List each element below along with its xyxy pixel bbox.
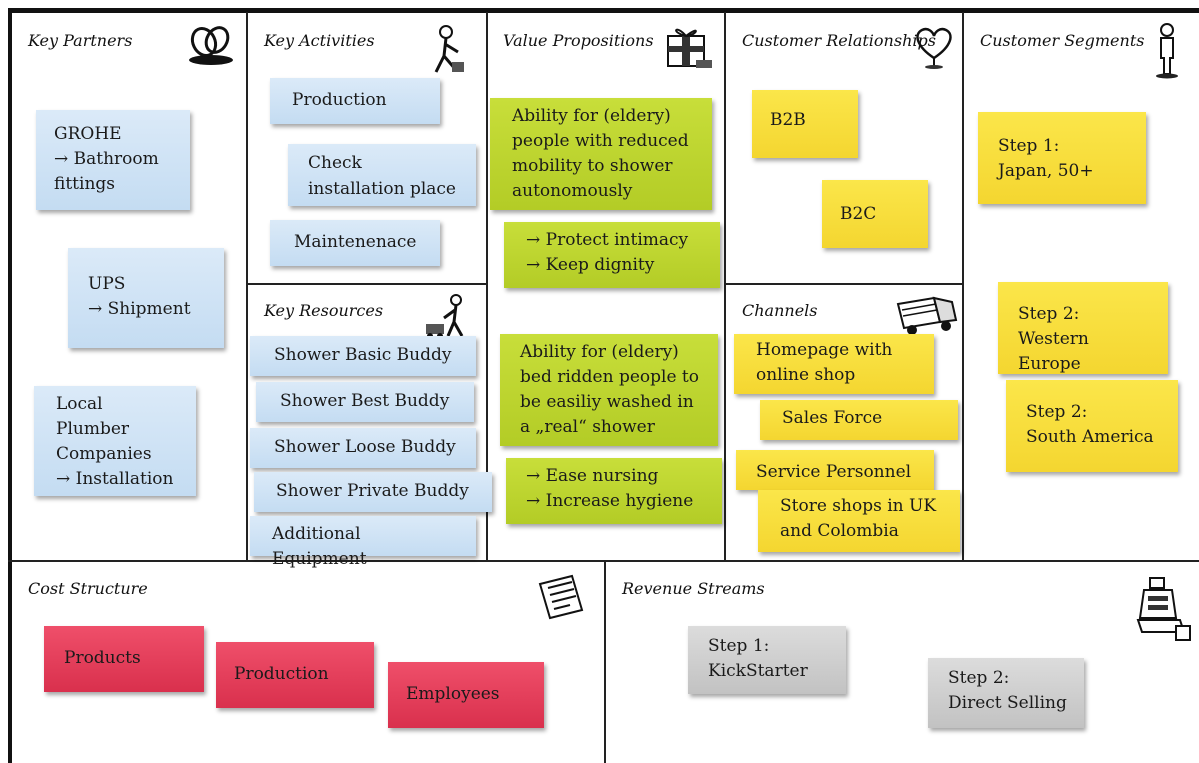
receipt-icon xyxy=(534,574,586,622)
divider xyxy=(724,283,964,285)
canvas-frame xyxy=(8,8,1199,763)
section-title-value-propositions: Value Propositions xyxy=(503,31,654,50)
section-title-customer-segments: Customer Segments xyxy=(980,31,1145,50)
divider xyxy=(8,560,1199,562)
sticky-note-key-resource: Additional Equipment xyxy=(250,516,476,569)
divider xyxy=(724,12,726,562)
worker-icon xyxy=(422,292,470,340)
sticky-note-value-proposition: Ability for (eldery) bed ridden people t… xyxy=(500,334,718,446)
divider xyxy=(246,283,487,285)
sticky-note-value-proposition: Ability for (eldery) people with reduced… xyxy=(490,98,712,210)
divider xyxy=(962,12,964,562)
sticky-note-key-activity: Maintenenace xyxy=(270,220,440,266)
sticky-note-key-partner: GROHE → Bathroom fittings xyxy=(36,110,190,210)
sticky-note-value-proposition: → Protect intimacy → Keep dignity xyxy=(504,222,720,288)
sticky-note-channel: Service Personnel xyxy=(736,450,934,490)
sticky-note-key-resource: Shower Basic Buddy xyxy=(250,336,476,376)
sticky-note-customer-relationship: B2B xyxy=(752,90,858,158)
gift-icon xyxy=(662,22,716,72)
sticky-note-cost: Products xyxy=(44,626,204,692)
section-title-customer-relationships: Customer Relationships xyxy=(742,31,936,50)
sticky-note-customer-relationship: B2C xyxy=(822,180,928,248)
divider xyxy=(246,12,248,562)
sticky-note-key-activity: Production xyxy=(270,78,440,124)
person-icon xyxy=(1152,22,1182,80)
section-title-key-partners: Key Partners xyxy=(28,31,133,50)
sticky-note-cost: Employees xyxy=(388,662,544,728)
section-title-cost-structure: Cost Structure xyxy=(28,579,148,598)
worker-icon xyxy=(428,24,468,76)
sticky-note-key-resource: Shower Loose Buddy xyxy=(250,428,476,468)
sticky-note-channel: Store shops in UK and Colombia xyxy=(758,490,960,552)
section-title-key-resources: Key Resources xyxy=(264,301,384,320)
section-title-revenue-streams: Revenue Streams xyxy=(622,579,765,598)
sticky-note-key-partner: UPS → Shipment xyxy=(68,248,224,348)
cash-register-icon xyxy=(1136,576,1194,646)
sticky-note-key-resource: Shower Private Buddy xyxy=(254,472,492,512)
sticky-note-customer-segment: Step 2: South America xyxy=(1006,380,1178,472)
sticky-note-key-partner: Local Plumber Companies → Installation xyxy=(34,386,196,496)
truck-icon xyxy=(894,292,960,338)
chain-links-icon xyxy=(184,22,238,68)
sticky-note-channel: Sales Force xyxy=(760,400,958,440)
sticky-note-channel: Homepage with online shop xyxy=(734,334,934,394)
sticky-note-key-resource: Shower Best Buddy xyxy=(256,382,474,422)
sticky-note-revenue: Step 2: Direct Selling xyxy=(928,658,1084,728)
section-title-channels: Channels xyxy=(742,301,818,320)
sticky-note-customer-segment: Step 2: Western Europe xyxy=(998,282,1168,374)
sticky-note-cost: Production xyxy=(216,642,374,708)
sticky-note-value-proposition: → Ease nursing → Increase hygiene xyxy=(506,458,722,524)
sticky-note-key-activity: Check installation place xyxy=(288,144,476,206)
divider xyxy=(486,12,488,562)
sticky-note-revenue: Step 1: KickStarter xyxy=(688,626,846,694)
heart-icon xyxy=(912,24,956,70)
section-title-key-activities: Key Activities xyxy=(264,31,375,50)
divider xyxy=(604,561,606,763)
sticky-note-customer-segment: Step 1: Japan, 50+ xyxy=(978,112,1146,204)
